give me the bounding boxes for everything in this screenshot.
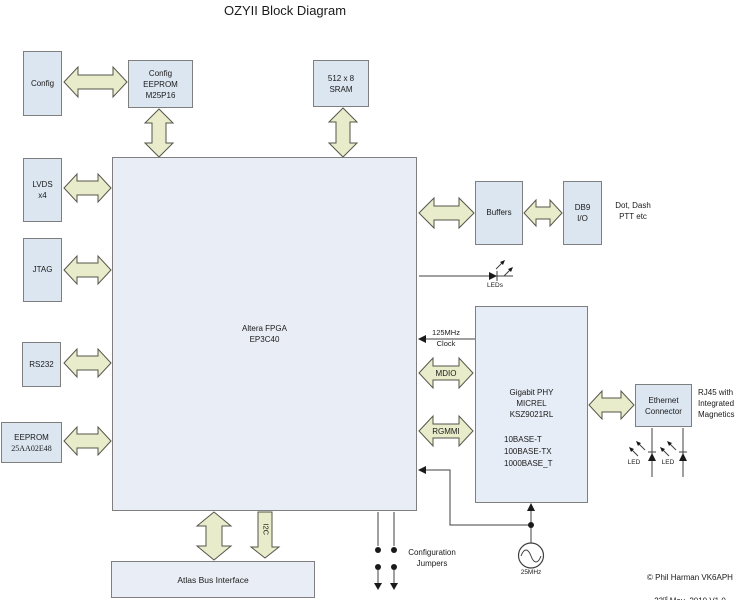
rj45-magnetics-label: RJ45 with Integrated Magnetics bbox=[698, 388, 735, 419]
arrow-rgmmi bbox=[418, 414, 474, 448]
clock-wire bbox=[418, 335, 475, 343]
copyright: © Phil Harman VK6APH 23rd May 2010 V1.0 bbox=[638, 561, 742, 600]
arrow-mdio bbox=[418, 356, 474, 390]
block-ethernet-label: Ethernet Connector bbox=[645, 395, 682, 416]
block-fpga[interactable]: Altera FPGA EP3C40 bbox=[112, 157, 417, 511]
copyright-date-rest: May 2010 V1.0 bbox=[668, 597, 726, 600]
block-atlas-bus[interactable]: Atlas Bus Interface bbox=[111, 561, 315, 598]
rgmmi-label: RGMMI bbox=[432, 427, 460, 436]
led-right-label: LED bbox=[661, 459, 675, 466]
leds-label: LEDs bbox=[487, 282, 503, 289]
block-sram[interactable]: 512 x 8 SRAM bbox=[313, 60, 369, 107]
ethernet-leds-wires bbox=[629, 428, 687, 477]
copyright-day-suffix: rd bbox=[663, 596, 668, 600]
block-eeprom[interactable]: EEPROM 25AA02E48 bbox=[1, 422, 62, 463]
arrow-sram-fpga-vertical bbox=[327, 107, 359, 158]
diagram-title: OZYII Block Diagram bbox=[223, 3, 347, 18]
block-lvds-label: LVDS x4 bbox=[32, 180, 53, 200]
block-phy-label: Gigabit PHY MICREL KSZ9021RL bbox=[509, 388, 554, 419]
mdio-label: MDIO bbox=[435, 369, 457, 378]
arrow-phy-ethernet bbox=[588, 389, 635, 421]
clock-125mhz-label: 125MHz Clock bbox=[432, 328, 460, 348]
oscillator-25mhz-label: 25MHz bbox=[520, 569, 542, 576]
block-rs232[interactable]: RS232 bbox=[22, 342, 61, 387]
block-eeprom-label: EEPROM bbox=[14, 432, 49, 442]
block-phy-modes: 10BASE-T 100BASE-TX 1000BASE_T bbox=[504, 435, 553, 468]
arrow-lvds-fpga bbox=[63, 172, 112, 204]
block-jtag[interactable]: JTAG bbox=[23, 238, 62, 302]
block-fpga-label: Altera FPGA EP3C40 bbox=[242, 324, 287, 344]
block-buffers[interactable]: Buffers bbox=[475, 181, 523, 245]
copyright-day: 23 bbox=[654, 597, 663, 600]
led-left-label: LED bbox=[627, 459, 641, 466]
block-config-eeprom[interactable]: Config EEPROM M25P16 bbox=[128, 60, 193, 108]
arrow-buffers-db9 bbox=[523, 198, 563, 228]
block-sram-label: 512 x 8 SRAM bbox=[327, 73, 355, 94]
block-db9-label: DB9 I/O bbox=[574, 203, 591, 223]
block-config[interactable]: Config bbox=[23, 51, 62, 116]
copyright-line1: © Phil Harman VK6APH bbox=[647, 573, 733, 582]
block-config-eeprom-label: Config EEPROM M25P16 bbox=[143, 68, 178, 100]
arrow-rs232-fpga bbox=[63, 347, 112, 379]
block-buffers-label: Buffers bbox=[486, 208, 512, 217]
block-jtag-label: JTAG bbox=[32, 265, 53, 274]
block-phy[interactable]: Gigabit PHY MICREL KSZ9021RL 10BASE-T 10… bbox=[475, 306, 588, 503]
arrow-eeprom-fpga-vertical bbox=[143, 108, 175, 158]
arrow-fpga-buffers bbox=[418, 196, 475, 230]
i2c-arrow bbox=[249, 511, 281, 559]
configuration-jumpers-label: Configuration Jumpers bbox=[408, 548, 456, 568]
i2c-bus-label: I2C bbox=[261, 523, 271, 536]
block-eeprom-part-number: 25AA02E48 bbox=[11, 443, 52, 453]
fpga-leds-wire bbox=[419, 260, 513, 281]
block-ethernet-connector[interactable]: Ethernet Connector bbox=[635, 384, 692, 427]
copyright-line2: 23rd May 2010 V1.0 bbox=[638, 594, 742, 600]
arrow-jtag-fpga bbox=[63, 254, 112, 286]
configuration-jumpers[interactable] bbox=[374, 512, 398, 590]
arrow-fpga-atlas bbox=[195, 511, 233, 561]
oscillator-net bbox=[418, 466, 545, 569]
block-atlas-label: Atlas Bus Interface bbox=[177, 574, 249, 585]
block-config-label: Config bbox=[30, 78, 55, 88]
block-db9[interactable]: DB9 I/O bbox=[563, 181, 602, 245]
block-rs232-label: RS232 bbox=[29, 359, 54, 369]
arrow-eeprom-fpga bbox=[63, 425, 112, 457]
arrow-config-eeprom bbox=[63, 65, 128, 99]
block-lvds[interactable]: LVDS x4 bbox=[23, 158, 62, 222]
dot-dash-ptt-label: Dot, Dash PTT etc bbox=[615, 201, 651, 221]
